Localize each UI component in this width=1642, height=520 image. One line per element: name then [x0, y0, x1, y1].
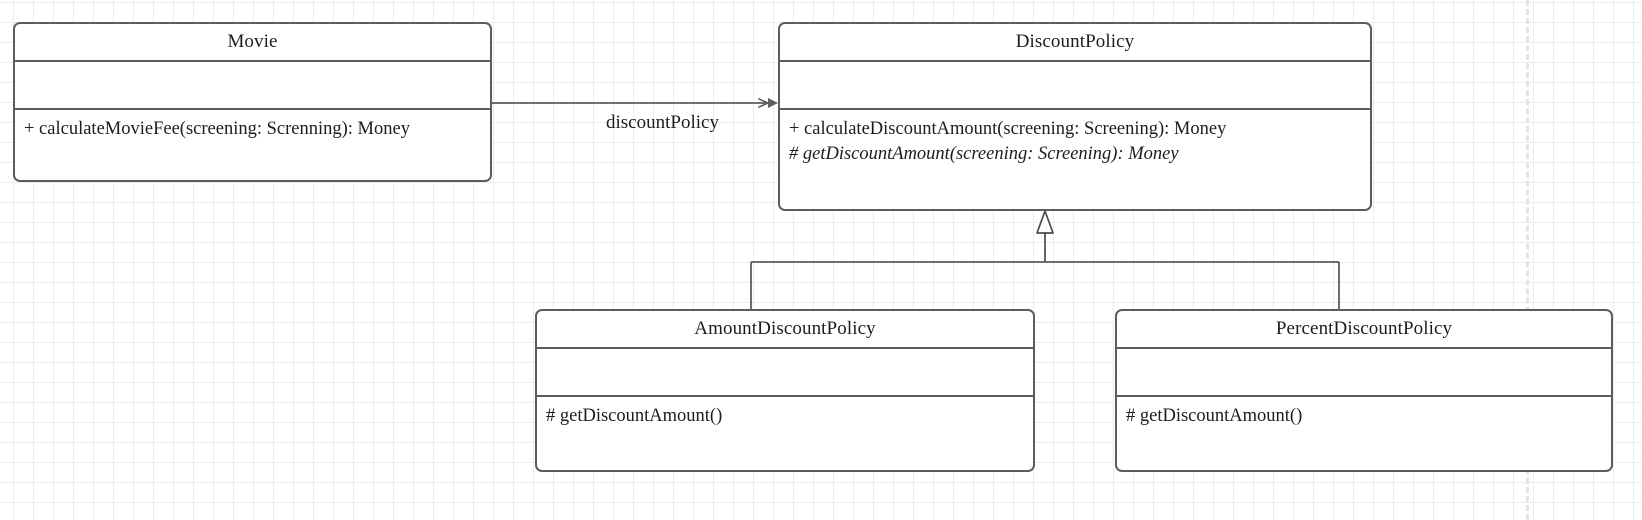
operation-item: + calculateMovieFee(screening: Screnning…	[24, 119, 410, 139]
generalization-to-discountpolicy	[750, 210, 1340, 309]
operation-item: # getDiscountAmount()	[1126, 406, 1303, 426]
uml-class-discount-policy[interactable]: DiscountPolicy + calculateDiscountAmount…	[778, 22, 1372, 211]
class-name-percent-discount-policy: PercentDiscountPolicy	[1117, 311, 1611, 349]
class-operations-discount-policy: + calculateDiscountAmount(screening: Scr…	[780, 110, 1370, 209]
class-attributes-movie	[15, 62, 490, 110]
class-attributes-discount-policy	[780, 62, 1370, 110]
uml-class-percent-discount-policy[interactable]: PercentDiscountPolicy # getDiscountAmoun…	[1115, 309, 1613, 472]
class-name-discount-policy: DiscountPolicy	[780, 24, 1370, 62]
class-attributes-percent-discount-policy	[1117, 349, 1611, 397]
operation-item: + calculateDiscountAmount(screening: Scr…	[789, 119, 1227, 139]
class-name-movie: Movie	[15, 24, 490, 62]
uml-class-amount-discount-policy[interactable]: AmountDiscountPolicy # getDiscountAmount…	[535, 309, 1035, 472]
class-operations-percent-discount-policy: # getDiscountAmount()	[1117, 397, 1611, 470]
class-operations-amount-discount-policy: # getDiscountAmount()	[537, 397, 1033, 470]
page-break-guide	[1526, 0, 1529, 520]
class-operations-movie: + calculateMovieFee(screening: Screnning…	[15, 110, 490, 180]
class-attributes-amount-discount-policy	[537, 349, 1033, 397]
uml-class-movie[interactable]: Movie + calculateMovieFee(screening: Scr…	[13, 22, 492, 182]
association-label-discountpolicy: discountPolicy	[606, 112, 719, 133]
operation-item-abstract: # getDiscountAmount(screening: Screening…	[789, 144, 1179, 164]
association-movie-discountpolicy	[492, 98, 778, 108]
class-name-amount-discount-policy: AmountDiscountPolicy	[537, 311, 1033, 349]
operation-item: # getDiscountAmount()	[546, 406, 723, 426]
